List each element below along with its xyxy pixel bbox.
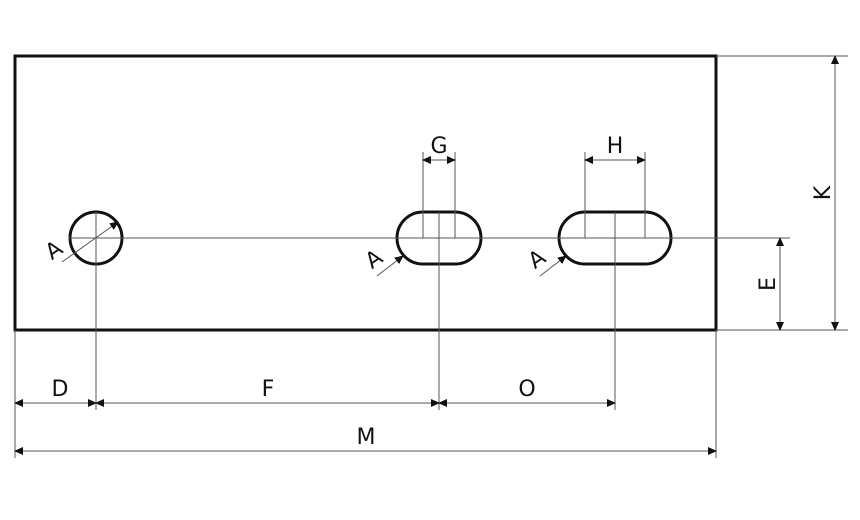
dim-label-o: O bbox=[518, 377, 535, 402]
plate-outline bbox=[13, 54, 718, 332]
dim-label-e: E bbox=[756, 277, 781, 291]
leader-slot1-diameter bbox=[376, 255, 404, 277]
dim-label-a-slot2: A bbox=[524, 245, 551, 274]
dim-label-f: F bbox=[262, 377, 275, 402]
dim-label-m: M bbox=[357, 425, 376, 450]
dim-label-a-slot1: A bbox=[361, 245, 388, 274]
leader-hole-diameter bbox=[61, 221, 119, 263]
dim-label-d: D bbox=[52, 377, 69, 402]
leader-slot2-diameter bbox=[539, 255, 567, 277]
dim-label-k: K bbox=[811, 185, 836, 200]
dim-label-h: H bbox=[607, 134, 624, 159]
dim-label-g: G bbox=[430, 134, 447, 159]
